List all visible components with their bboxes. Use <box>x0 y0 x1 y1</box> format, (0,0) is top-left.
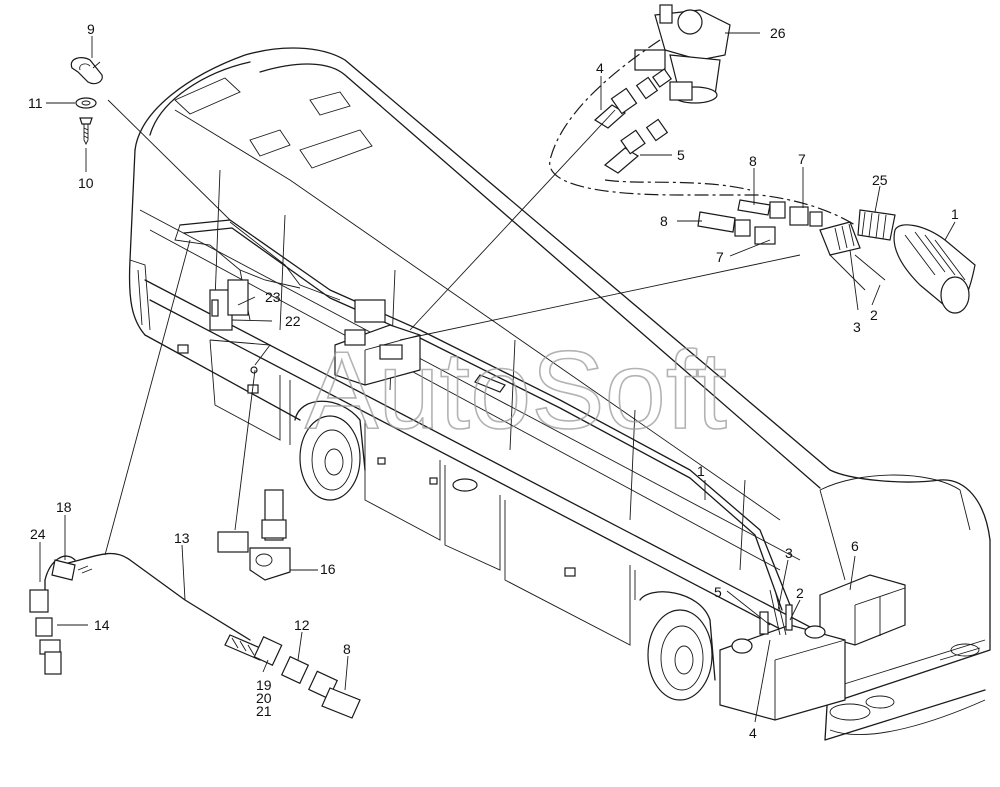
top-fittings <box>593 68 673 174</box>
callout-22: 22 <box>285 313 301 329</box>
left-bottom-pipe <box>29 552 361 719</box>
callout-25: 25 <box>872 172 888 188</box>
callout-1: 1 <box>697 463 705 479</box>
callout-18: 18 <box>56 499 72 515</box>
callout-7: 7 <box>798 151 806 167</box>
callout-7: 7 <box>716 249 724 265</box>
callout-2: 2 <box>870 307 878 323</box>
callout-8: 8 <box>343 641 351 657</box>
leader-lines <box>39 32 956 723</box>
callout-2: 2 <box>796 585 804 601</box>
elbow-fitting <box>217 489 291 581</box>
callout-1: 1 <box>951 206 959 222</box>
callout-16: 16 <box>320 561 336 577</box>
callouts: 9 11 10 26 4 5 8 7 25 1 8 7 3 2 23 22 1 … <box>28 21 959 741</box>
callout-3: 3 <box>853 319 861 335</box>
callout-21: 21 <box>256 703 272 719</box>
callout-20: 20 <box>256 690 272 706</box>
callout-24: 24 <box>30 526 46 542</box>
callout-13: 13 <box>174 530 190 546</box>
watermark: AutoSoft <box>305 329 727 452</box>
callout-8: 8 <box>749 153 757 169</box>
callout-4: 4 <box>749 725 757 741</box>
callout-23: 23 <box>265 289 281 305</box>
callout-8: 8 <box>660 213 668 229</box>
callout-10: 10 <box>78 175 94 191</box>
callout-9: 9 <box>87 21 95 37</box>
callout-12: 12 <box>294 617 310 633</box>
callout-4: 4 <box>596 60 604 76</box>
callout-19: 19 <box>256 677 272 693</box>
callout-14: 14 <box>94 617 110 633</box>
right-fittings <box>697 199 976 314</box>
bus-body <box>128 47 991 741</box>
callout-11: 11 <box>28 95 43 111</box>
valve-assembly <box>634 4 731 104</box>
pipe-run <box>174 219 793 636</box>
callout-26: 26 <box>770 25 786 41</box>
callout-5: 5 <box>677 147 685 163</box>
callout-5: 5 <box>714 584 722 600</box>
callout-3: 3 <box>785 545 793 561</box>
clamp-assembly <box>70 57 103 146</box>
dash-pipe <box>549 39 856 226</box>
callout-6: 6 <box>851 538 859 554</box>
